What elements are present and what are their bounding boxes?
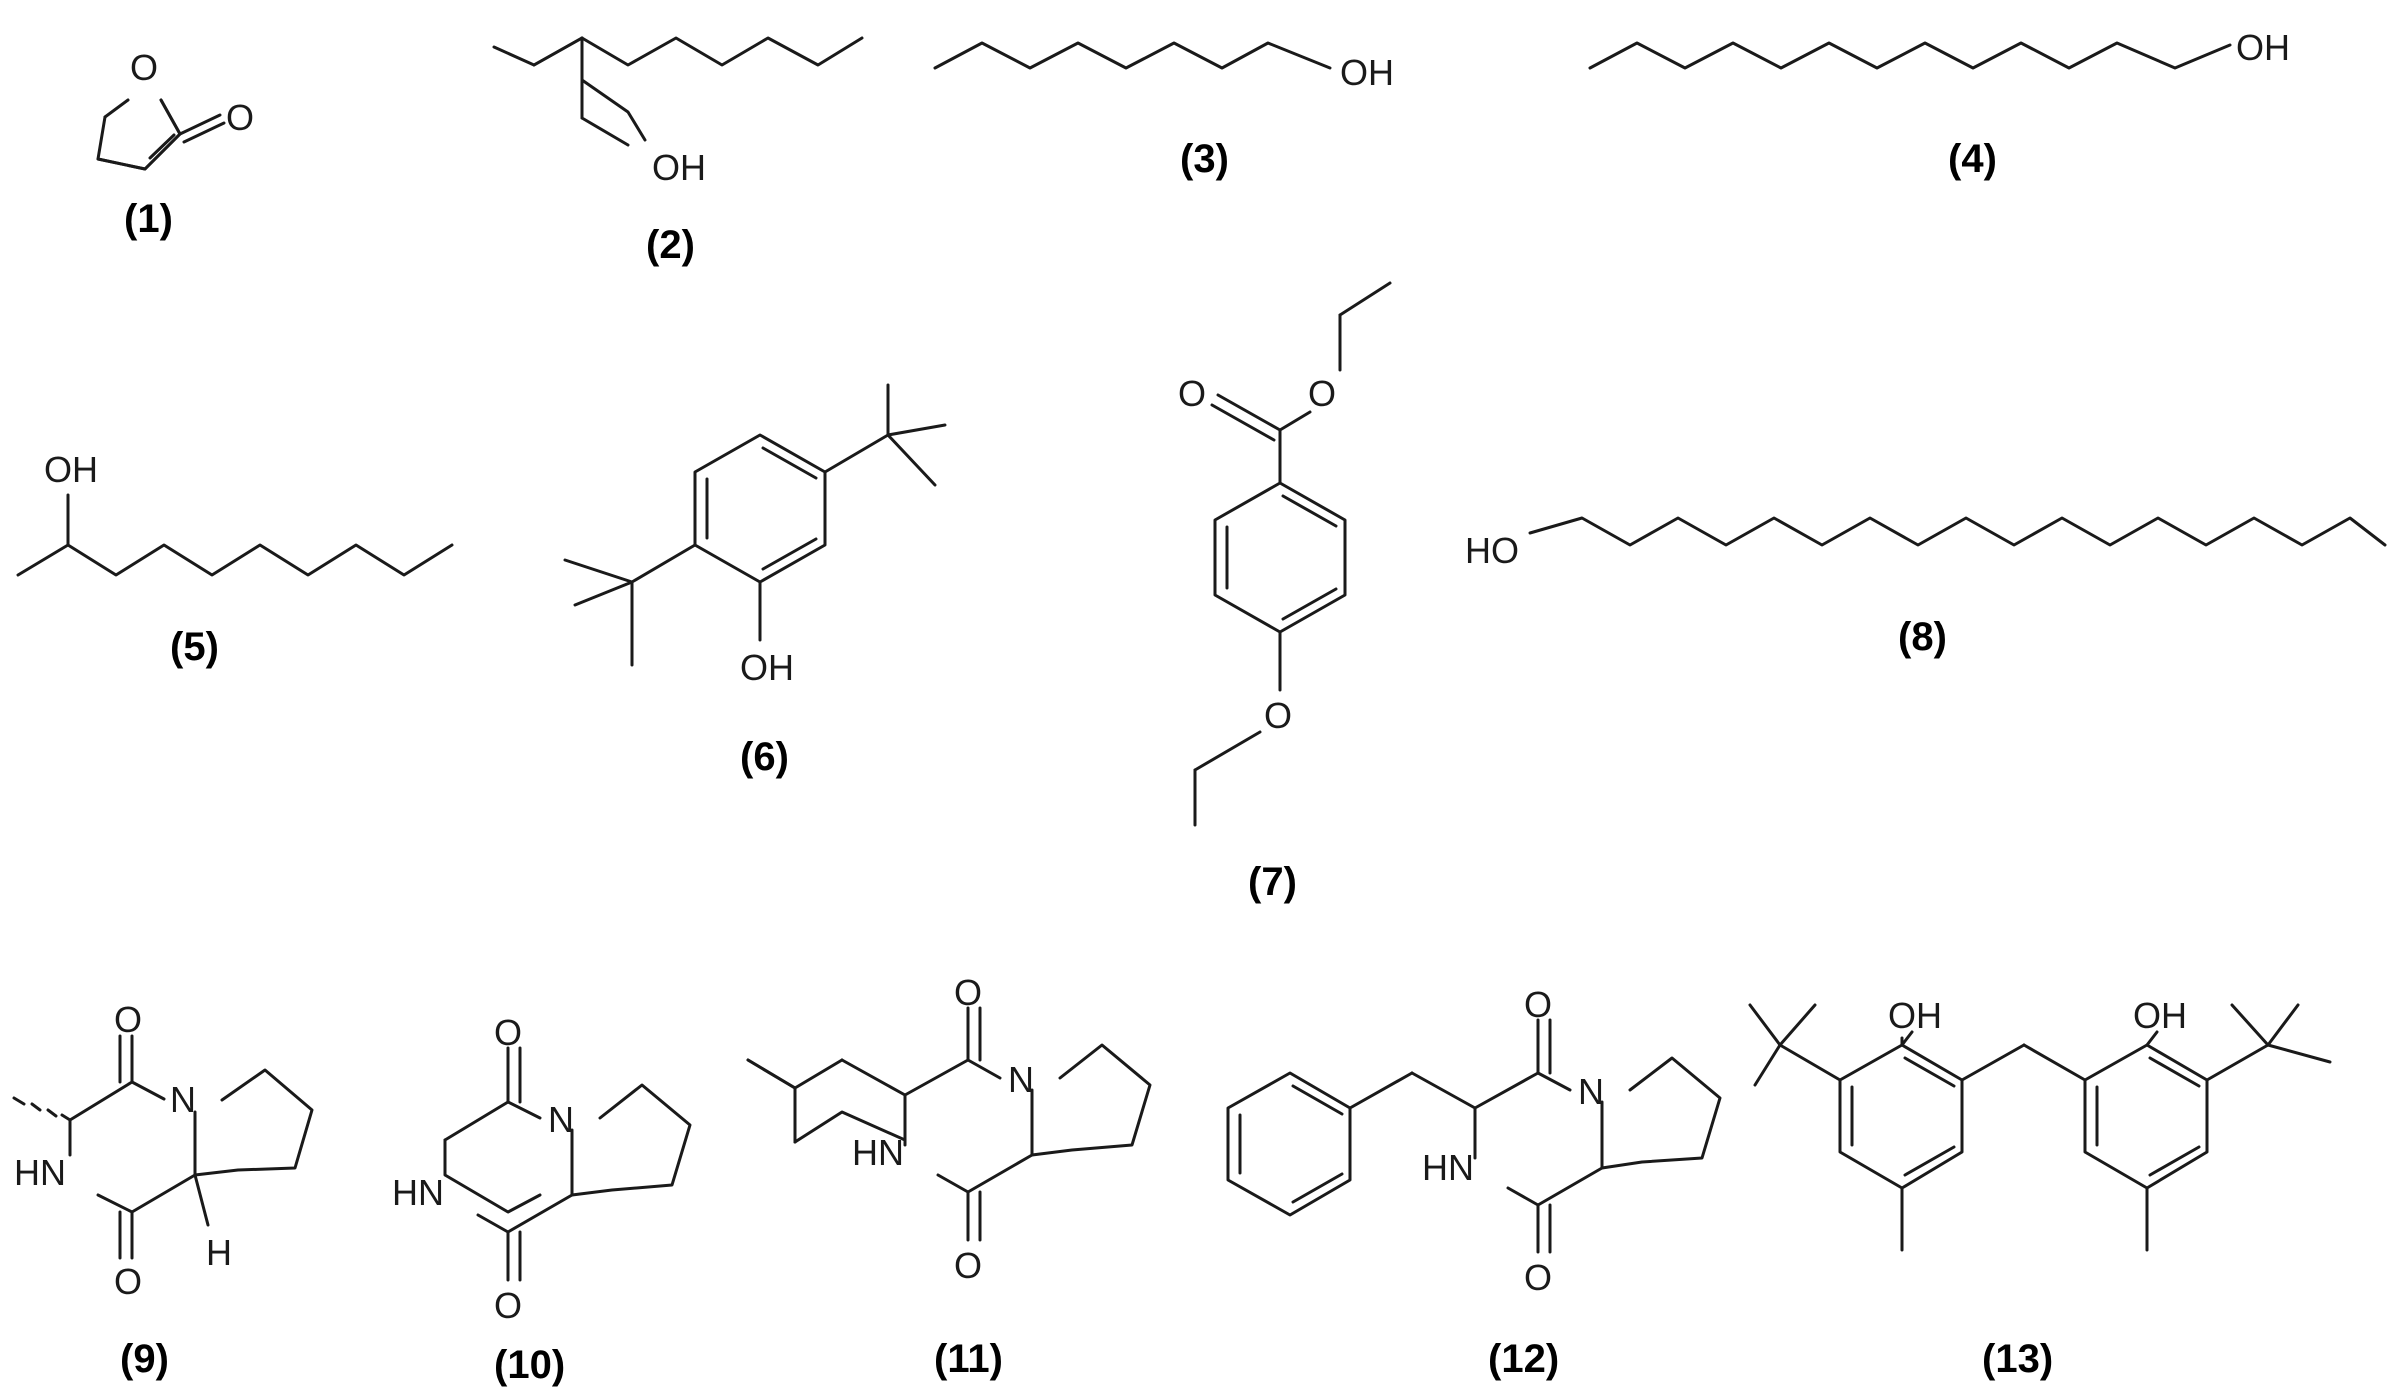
atom-ho: HO xyxy=(1465,530,1519,571)
compound-label: (13) xyxy=(1982,1337,2053,1381)
compound-label: (11) xyxy=(934,1337,1003,1381)
compound-label: (8) xyxy=(1898,615,1947,659)
atom-oh: OH xyxy=(44,449,98,490)
atom-hn: HN xyxy=(392,1172,444,1213)
atom-o: O xyxy=(1178,373,1206,414)
compound-label: (10) xyxy=(494,1343,565,1387)
atom-o: O xyxy=(1264,695,1292,736)
compound-1: O O (1) xyxy=(96,47,254,241)
compound-label: (3) xyxy=(1180,137,1229,181)
compound-3: OH (3) xyxy=(933,41,1394,181)
atom-o: O xyxy=(494,1285,522,1326)
atom-o: O xyxy=(494,1012,522,1053)
compound-8: HO (8) xyxy=(1465,516,2387,659)
atom-n: N xyxy=(170,1079,196,1120)
compound-label: (9) xyxy=(120,1337,169,1381)
atom-o: O xyxy=(130,47,158,88)
compound-5: OH (5) xyxy=(16,449,454,669)
compound-2: OH (2) xyxy=(492,36,864,267)
atom-o: O xyxy=(1524,1257,1552,1298)
compound-7: O O O (7) xyxy=(1178,281,1392,904)
compound-11: N HN O O (11) xyxy=(746,972,1152,1381)
compound-label: (2) xyxy=(646,223,695,267)
atom-h: H xyxy=(206,1232,232,1273)
compound-10: N HN O O (10) xyxy=(392,1012,692,1387)
atom-oh: OH xyxy=(652,147,706,188)
atom-n: N xyxy=(1008,1059,1034,1100)
atom-oh: OH xyxy=(2133,995,2187,1036)
compound-9: N HN H O O (9) xyxy=(12,999,314,1381)
compound-label: (5) xyxy=(170,625,219,669)
atom-oh: OH xyxy=(1340,52,1394,93)
atom-oh: OH xyxy=(2236,27,2290,68)
atom-o: O xyxy=(1308,373,1336,414)
atom-o: O xyxy=(1524,984,1552,1025)
compound-label: (6) xyxy=(740,735,789,779)
compound-label: (4) xyxy=(1948,137,1997,181)
compound-6: OH (6) xyxy=(563,383,947,779)
compound-13: OH OH (13) xyxy=(1748,995,2332,1381)
atom-n: N xyxy=(1578,1071,1604,1112)
compound-4: OH (4) xyxy=(1588,27,2290,181)
atom-o: O xyxy=(954,972,982,1013)
compound-label: (7) xyxy=(1248,860,1297,904)
atom-o: O xyxy=(954,1245,982,1286)
atom-o: O xyxy=(226,97,254,138)
atom-hn: HN xyxy=(1422,1147,1474,1188)
atom-n: N xyxy=(548,1099,574,1140)
atom-oh: OH xyxy=(740,647,794,688)
compound-12: N HN O O (12) xyxy=(1226,984,1722,1381)
atom-hn: HN xyxy=(14,1152,66,1193)
atom-hn: HN xyxy=(852,1132,904,1173)
compound-label: (1) xyxy=(124,197,173,241)
atom-o: O xyxy=(114,1261,142,1302)
atom-o: O xyxy=(114,999,142,1040)
atom-oh: OH xyxy=(1888,995,1942,1036)
compound-label: (12) xyxy=(1488,1337,1559,1381)
